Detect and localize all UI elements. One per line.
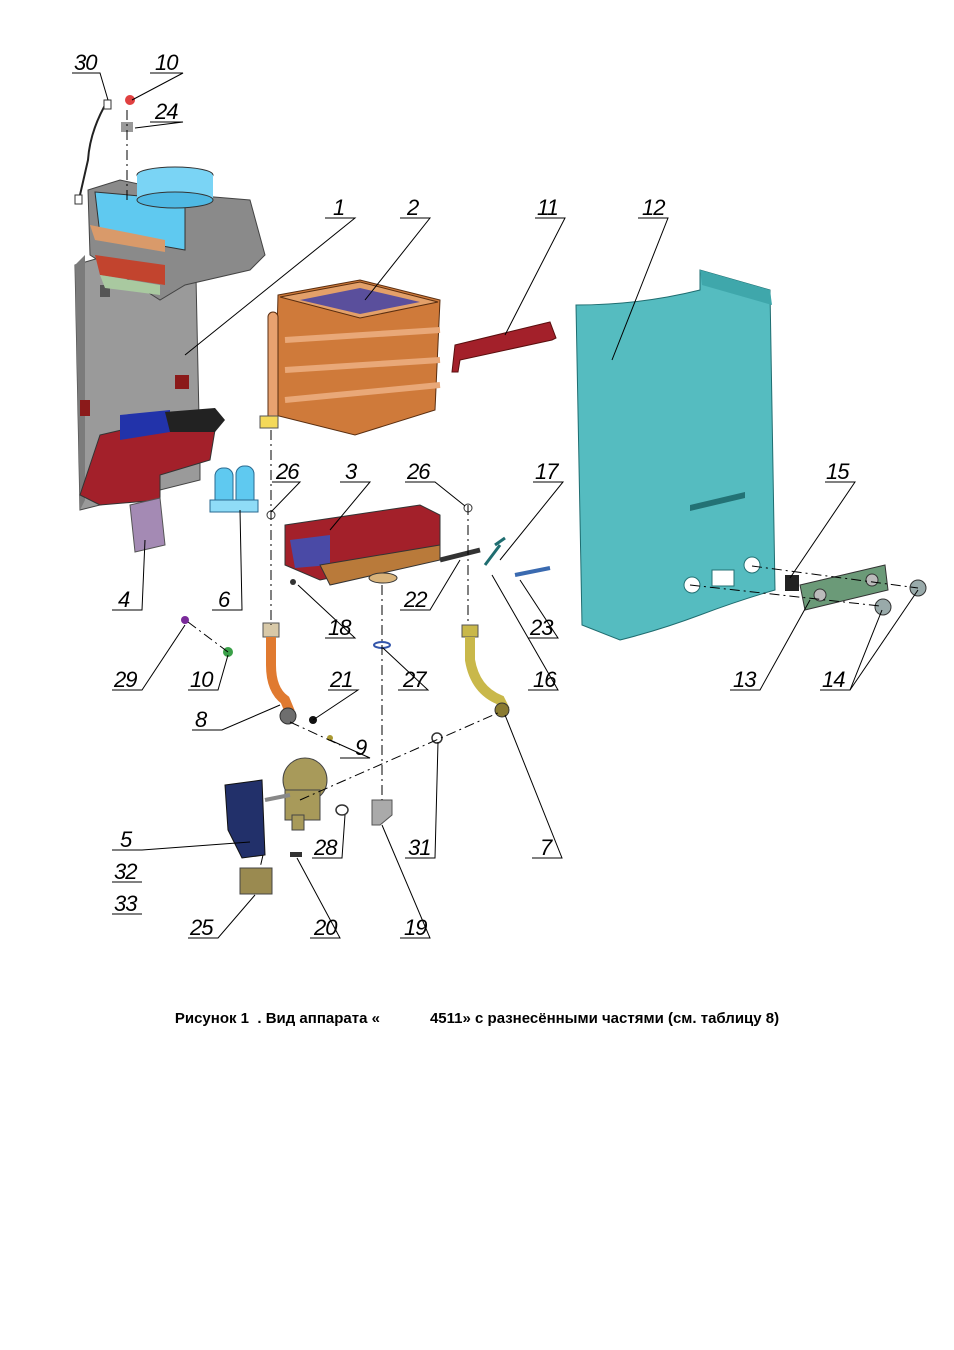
- part-label: 12: [642, 195, 665, 220]
- part-label: 3: [345, 459, 358, 484]
- part-label: 8: [195, 707, 208, 732]
- part-label: 19: [404, 915, 427, 940]
- part-25-shape: [239, 867, 273, 895]
- part-label: 10: [155, 50, 179, 75]
- part-labels: 30 10 24 1 2 11 12 26 3 26 17 15 4 6 18 …: [74, 50, 851, 940]
- part-label: 10: [190, 667, 214, 692]
- part-label: 21: [329, 667, 352, 692]
- lower-bracket-part: [79, 408, 225, 506]
- caption-part-3: 4511» с разнесёнными частями (см. таблиц…: [429, 1010, 780, 1027]
- part-11-bracket: [451, 321, 557, 373]
- part-label: 4: [118, 587, 130, 612]
- part-label: 11: [537, 195, 558, 220]
- caption-part-2: . Вид аппарата «: [257, 1010, 380, 1027]
- part-label: 20: [313, 915, 338, 940]
- part-label: 9: [355, 735, 367, 760]
- exploded-view-diagram: 30 10 24 1 2 11 12 26 3 26 17 15 4 6 18 …: [72, 50, 927, 940]
- part-label: 16: [533, 667, 557, 692]
- pipe-8-part: [262, 622, 297, 725]
- part-label: 26: [275, 459, 300, 484]
- figure-caption: Рисунок 1 . Вид аппарата « 4511» с разне…: [0, 1010, 954, 1027]
- part-label: 17: [535, 459, 559, 484]
- part-4-shape: [129, 497, 166, 553]
- control-panel-parts: [785, 564, 927, 616]
- heat-exchanger-part: [259, 279, 441, 436]
- part-label: 24: [154, 99, 178, 124]
- part-label: 29: [113, 667, 137, 692]
- part-label: 31: [408, 835, 430, 860]
- gas-water-unit-part: [224, 757, 328, 859]
- part-label: 30: [74, 50, 98, 75]
- part-label: 15: [826, 459, 850, 484]
- caption-part-1: Рисунок 1: [174, 1010, 250, 1027]
- part-label: 23: [529, 615, 554, 640]
- part-6-shape: [209, 465, 259, 513]
- part-label: 26: [406, 459, 431, 484]
- part-label: 33: [114, 891, 138, 916]
- part-label: 28: [313, 835, 338, 860]
- part-label: 5: [120, 827, 133, 852]
- casing-part: [575, 269, 776, 641]
- part-label: 18: [328, 615, 352, 640]
- part-label: 32: [114, 859, 137, 884]
- assembly-lines: [126, 110, 919, 869]
- part-label: 22: [403, 587, 427, 612]
- part-label: 14: [822, 667, 845, 692]
- burner-part: [284, 504, 441, 586]
- part-label: 2: [406, 195, 419, 220]
- pipe-7-part: [461, 624, 510, 718]
- leader-lines: [72, 72, 919, 939]
- part-19-shape: [371, 799, 393, 826]
- smoke-hood-part: [87, 166, 266, 301]
- part-label: 1: [333, 195, 344, 220]
- electrodes-parts: [439, 536, 551, 577]
- part-label: 25: [189, 915, 214, 940]
- part-label: 13: [733, 667, 757, 692]
- part-label: 7: [540, 835, 553, 860]
- part-label: 6: [218, 587, 231, 612]
- part-label: 27: [402, 667, 427, 692]
